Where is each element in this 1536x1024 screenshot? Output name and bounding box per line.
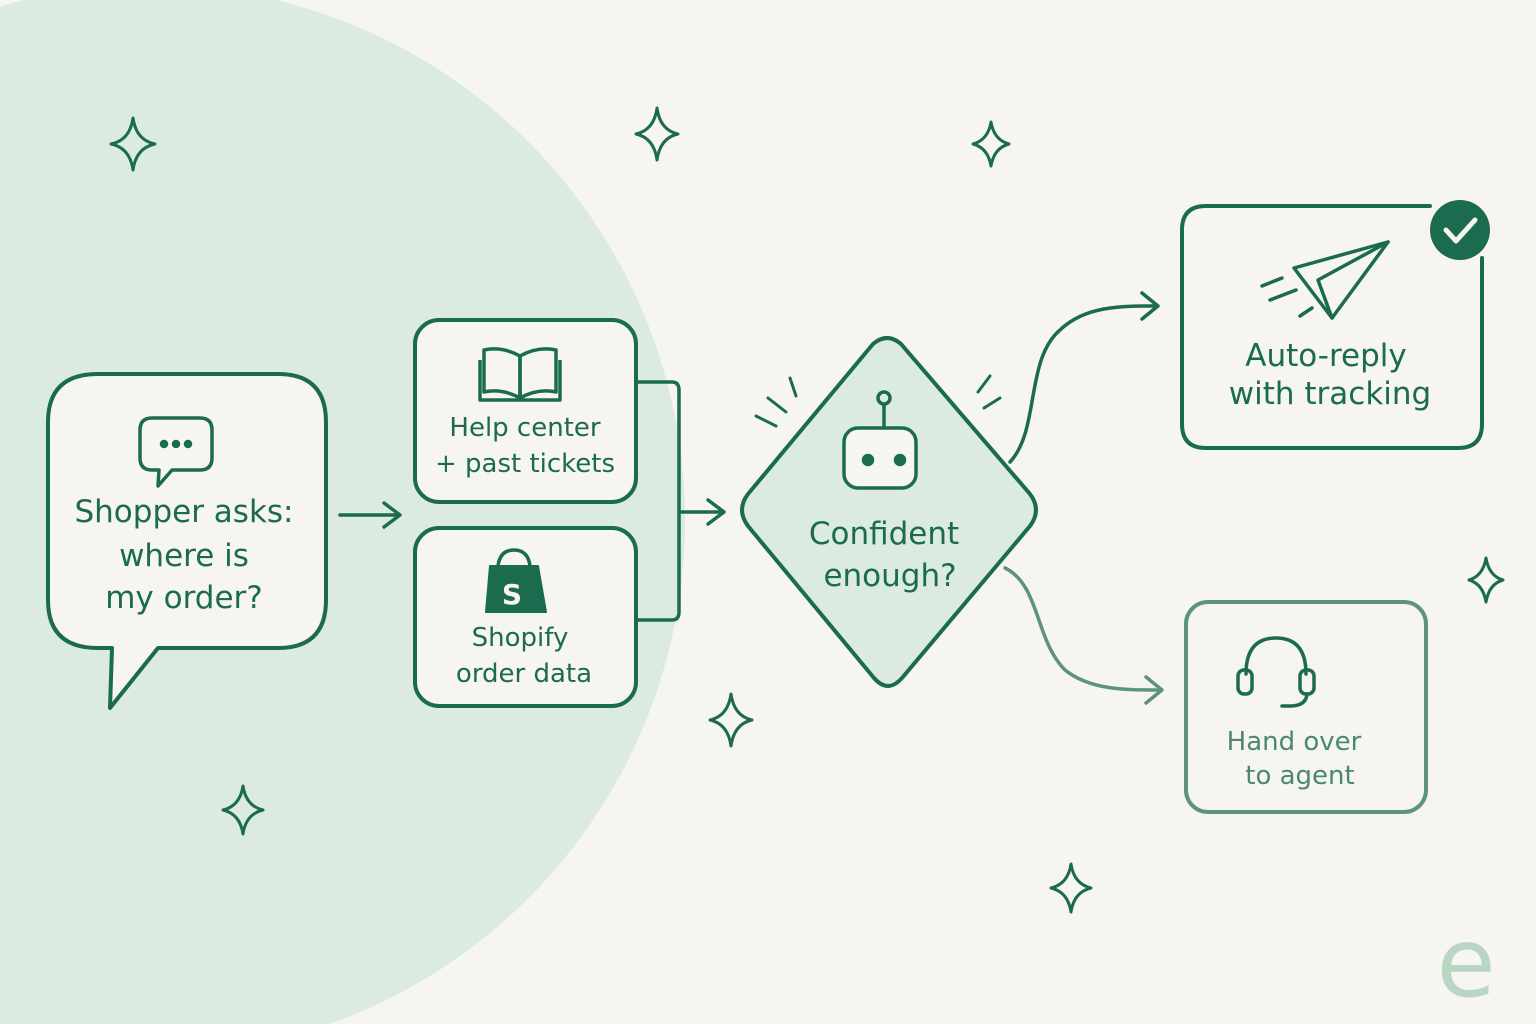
auto-reply-node: Auto-reply with tracking	[1180, 200, 1490, 450]
sources-bracket	[634, 380, 681, 622]
handover-box	[1184, 600, 1428, 814]
auto-reply-box	[1180, 204, 1484, 450]
sparkle-icon	[109, 116, 157, 172]
auto-reply-line-2: with tracking	[1229, 376, 1431, 412]
question-line-1: Shopper asks:	[74, 494, 293, 530]
sparkle-icon	[221, 784, 265, 836]
connectors	[338, 291, 1160, 622]
arrow-decision-to-handover	[1003, 566, 1162, 692]
decision-node: Confident enough?	[740, 336, 1038, 688]
decision-diamond	[740, 336, 1038, 688]
question-line-3: my order?	[105, 580, 263, 616]
chat-bubble-icon	[138, 416, 214, 488]
open-book-icon	[478, 347, 562, 402]
help-center-node: Help center + past tickets	[413, 318, 638, 504]
shopify-node: S Shopify order data	[413, 526, 638, 708]
help-center-box	[413, 318, 638, 504]
shopify-letter: S	[502, 578, 522, 611]
help-center-line-2: + past tickets	[435, 449, 615, 479]
paper-plane-icon	[1260, 240, 1390, 320]
sparkle-icon	[971, 120, 1011, 168]
arrowhead	[1144, 675, 1164, 705]
handover-line-2: to agent	[1245, 761, 1354, 791]
sparkle-icon	[708, 692, 754, 748]
decision-line-1: Confident	[809, 516, 959, 552]
handover-node: Hand over to agent	[1184, 600, 1428, 814]
arrowhead	[382, 501, 402, 529]
shopify-line-2: order data	[456, 659, 592, 689]
arrowhead	[706, 498, 726, 526]
shopify-box	[413, 526, 638, 708]
help-center-line-1: Help center	[449, 413, 600, 443]
question-line-2: where is	[119, 538, 249, 574]
arrow-decision-to-auto-reply	[1008, 304, 1158, 464]
mint-background-circle	[0, 0, 685, 1024]
decision-line-2: enough?	[823, 558, 956, 594]
question-node: Shopper asks: where is my order?	[46, 372, 328, 710]
check-icon	[1430, 200, 1490, 260]
sparkles	[109, 106, 1505, 914]
speech-bubble	[46, 372, 328, 710]
auto-reply-line-1: Auto-reply	[1245, 338, 1407, 374]
sparkle-icon	[634, 106, 680, 162]
shopify-bag-icon: S	[485, 548, 547, 613]
handover-line-1: Hand over	[1227, 727, 1362, 757]
robot-icon	[842, 390, 918, 490]
shopify-line-1: Shopify	[472, 623, 569, 653]
connector-muted	[1003, 566, 1164, 705]
sparkle-icon	[1049, 862, 1093, 914]
sparkle-icon	[1467, 556, 1505, 604]
headset-icon	[1236, 636, 1316, 708]
arrowhead	[1140, 291, 1160, 321]
watermark-logo: e	[1436, 907, 1495, 1019]
